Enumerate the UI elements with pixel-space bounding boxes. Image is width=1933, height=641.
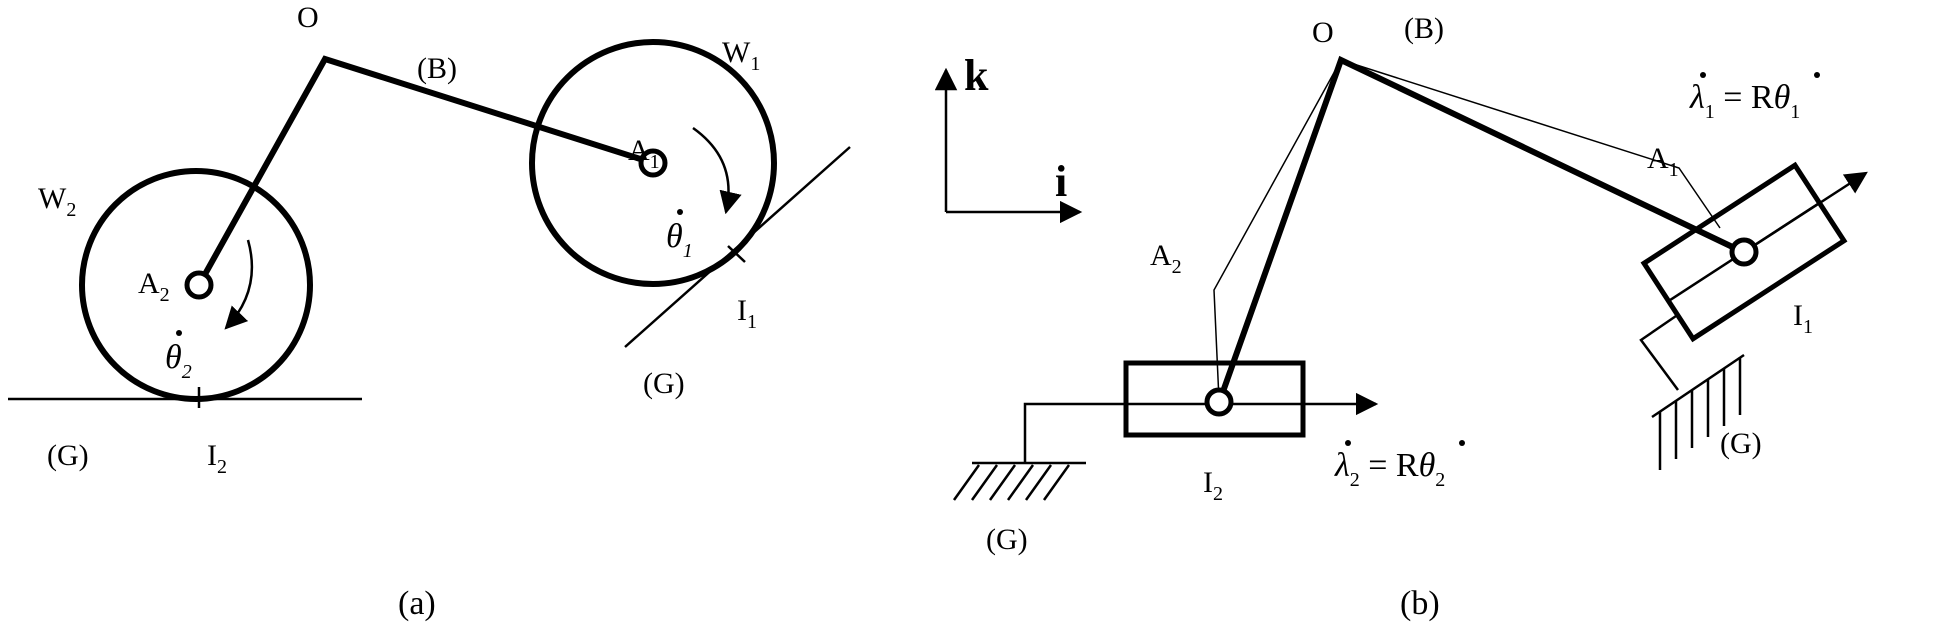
hub-a2 [184, 270, 214, 300]
hub-a1-b [1729, 237, 1759, 267]
label-a1-b: A1 [1647, 142, 1679, 181]
ground-hatch-left [952, 464, 1071, 501]
equation-lambda1: λ1 = Rθ1 [1689, 79, 1800, 123]
label-g-b-right: (G) [1720, 427, 1762, 460]
caption-b: (b) [1400, 585, 1440, 622]
label-k: k [964, 51, 989, 100]
label-i2-a: I2 [207, 439, 227, 478]
dot-lambda1 [1700, 72, 1706, 78]
figure-a: O (B) W1 W2 A1 A2 θ1 θ2 I1 I2 (G) (G) (a… [8, 1, 851, 622]
dot-theta1-b [1814, 72, 1820, 78]
rotation-arrow-theta1 [692, 126, 742, 215]
slider-block-i2 [1123, 360, 1306, 438]
label-theta1-dot: θ1 [666, 218, 693, 262]
ground-connector-left [1023, 402, 1225, 463]
ground-base-right [1651, 353, 1745, 419]
label-w1: W1 [722, 36, 760, 75]
label-i1-a: I1 [737, 294, 757, 333]
body-link-b-b [1217, 55, 1745, 402]
ground-hatch-right [1658, 357, 1742, 470]
rotation-arrow-theta2 [224, 239, 254, 330]
label-i: i [1055, 157, 1067, 206]
dot-theta2-b [1459, 440, 1465, 446]
label-a2-b: A2 [1150, 239, 1182, 278]
label-w2: W2 [38, 182, 76, 221]
label-b-b: (B) [1404, 12, 1444, 45]
equation-lambda2: λ2 = Rθ2 [1334, 447, 1445, 491]
thin-line-a1 [1340, 59, 1721, 229]
axes: k i [934, 51, 1083, 224]
figure-b: O (B) A1 A2 I1 I2 (G) (G) λ2 = Rθ2 λ1 = … [952, 12, 1868, 622]
caption-a: (a) [398, 585, 436, 622]
label-o-a: O [297, 1, 319, 34]
label-g-a-right: (G) [643, 367, 685, 400]
hub-a2-b [1204, 387, 1234, 417]
wheel-w1 [529, 39, 777, 287]
body-link-b [196, 55, 654, 287]
label-i2-b: I2 [1203, 466, 1223, 505]
label-g-b-left: (G) [986, 523, 1028, 556]
wheel-w2 [79, 168, 313, 402]
label-theta2-dot: θ2 [165, 339, 192, 383]
dot-theta2 [176, 330, 182, 336]
dot-theta1 [677, 209, 683, 215]
label-a1-a: A1 [628, 134, 660, 173]
label-b-a: (B) [417, 52, 457, 85]
slider-track-i1 [1743, 171, 1868, 254]
hub-a1 [638, 148, 668, 178]
label-o-b: O [1312, 16, 1334, 49]
ground-connector-right [1639, 314, 1680, 391]
label-a2-a: A2 [138, 267, 170, 306]
dot-lambda2 [1345, 440, 1351, 446]
label-g-a-left: (G) [47, 439, 89, 472]
label-i1-b: I1 [1793, 299, 1813, 338]
